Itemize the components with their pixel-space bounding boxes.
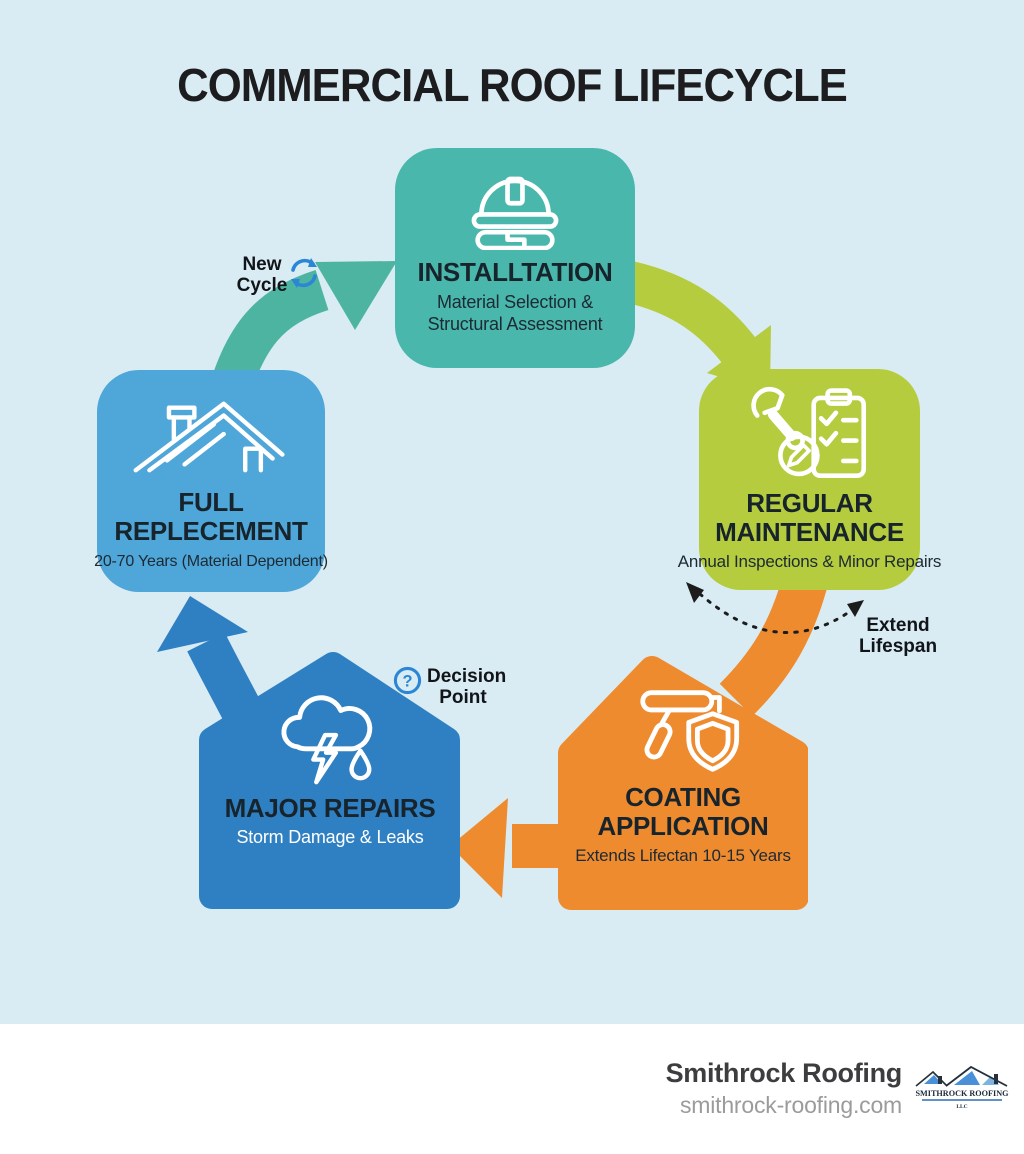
logo-text: SMITHROCK ROOFING (915, 1089, 1009, 1098)
stage-coating-application: COATING APPLICATION Extends Lifectan 10-… (558, 655, 808, 911)
stage-description: Annual Inspections & Minor Repairs (677, 552, 942, 572)
company-name: Smithrock Roofing (665, 1058, 903, 1088)
paint-roller-shield-icon (640, 690, 740, 772)
house-shape (558, 656, 808, 910)
stage-label: MAJOR REPAIRS (224, 793, 436, 823)
stage-regular-maintenance: REGULAR MAINTENANCE Annual Inspections &… (678, 369, 941, 590)
stage-label: FULL REPLECEMENT (114, 487, 308, 547)
stage-label: REGULAR MAINTENANCE (715, 488, 904, 548)
logo-subtext: LLC (956, 1104, 967, 1110)
refresh-cycle-icon (291, 258, 317, 288)
hard-hat-icon (471, 176, 559, 250)
roof-icon (133, 401, 285, 473)
footer-text: Smithrock Roofing smithrock-roofing.com (665, 1058, 903, 1119)
decision-point-label: Decision Point (427, 666, 507, 709)
stage-installation: INSTALLTATION Material Selection & Struc… (395, 148, 635, 368)
website-url: smithrock-roofing.com (679, 1092, 902, 1118)
new-cycle-label: New Cycle (236, 254, 288, 297)
stage-label: COATING APPLICATION (597, 782, 769, 842)
page-title: COMMERCIAL ROOF LIFECYCLE (177, 59, 848, 111)
house-shape (199, 652, 460, 909)
footer: Smithrock Roofing smithrock-roofing.com … (0, 1024, 1024, 1154)
stage-full-replacement: FULL REPLECEMENT 20-70 Years (Material D… (94, 370, 328, 592)
question-icon: ? (393, 666, 422, 695)
stage-major-repairs: MAJOR REPAIRS Storm Damage & Leaks (198, 650, 462, 912)
stage-description: 20-70 Years (Material Dependent) (94, 553, 328, 571)
wrench-checklist-icon (750, 387, 866, 479)
smithrock-roofing-logo: SMITHROCK ROOFING LLC (915, 1065, 1009, 1110)
extend-lifespan-label: Extend Lifespan (858, 615, 938, 658)
question-mark: ? (402, 672, 412, 690)
stage-label: INSTALLTATION (417, 257, 613, 287)
stage-description: Extends Lifectan 10-15 Years (575, 846, 791, 866)
storm-cloud-icon (281, 695, 373, 785)
stage-description: Material Selection & Structural Assessme… (427, 292, 603, 335)
stage-description: Storm Damage & Leaks (236, 827, 424, 848)
